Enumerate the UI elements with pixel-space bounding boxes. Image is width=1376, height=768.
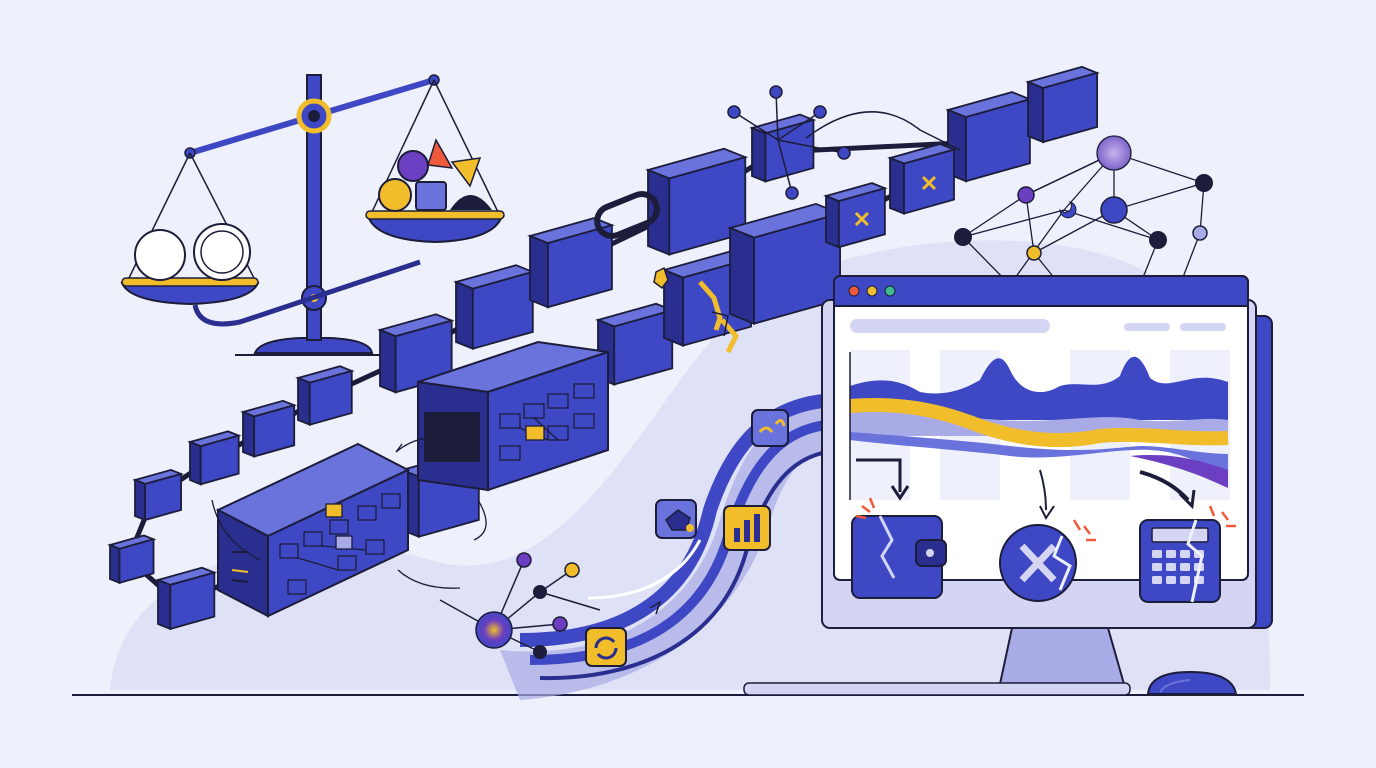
chain-block	[240, 399, 297, 458]
chain-block	[527, 217, 615, 309]
circuit-server-icon	[211, 340, 609, 618]
chain-link-icon	[594, 191, 660, 239]
broken-block-icon	[653, 266, 739, 354]
balance-scale-icon	[120, 74, 505, 356]
network-hub-icon	[727, 85, 961, 200]
chain-block	[453, 264, 536, 351]
chain-block	[377, 313, 455, 394]
chain-block	[1025, 65, 1100, 144]
nav-placeholder	[1124, 323, 1170, 331]
chain-block	[945, 91, 1033, 183]
chain-block	[132, 468, 184, 522]
chain-block	[107, 534, 157, 585]
desktop-monitor-icon	[743, 275, 1273, 696]
computer-mouse-icon	[1146, 670, 1238, 695]
streamgraph-chart	[849, 352, 1229, 500]
chain-block	[295, 365, 355, 427]
broken-wallet-icon	[851, 497, 947, 599]
nav-placeholder	[1180, 323, 1226, 331]
chain-block	[823, 182, 888, 249]
chain-block	[749, 113, 817, 183]
refresh-icon	[585, 627, 627, 667]
address-bar[interactable]	[850, 319, 1050, 333]
window-maximize-dot[interactable]	[884, 285, 896, 297]
network-graph-icon	[954, 135, 1213, 286]
window-close-dot[interactable]	[848, 285, 860, 297]
hand-pointer-icon	[655, 499, 697, 539]
chain-block	[595, 302, 676, 386]
chain-block	[887, 143, 957, 215]
chain-block	[727, 202, 843, 325]
window-minimize-dot[interactable]	[866, 285, 878, 297]
broken-coin-icon	[999, 519, 1096, 602]
broken-calculator-icon	[1139, 505, 1236, 603]
chain-block	[155, 566, 218, 631]
bar-chart-icon	[723, 505, 771, 551]
broken-link-icon	[751, 409, 789, 447]
network-graph-icon	[439, 552, 601, 659]
chain-block	[187, 430, 242, 486]
